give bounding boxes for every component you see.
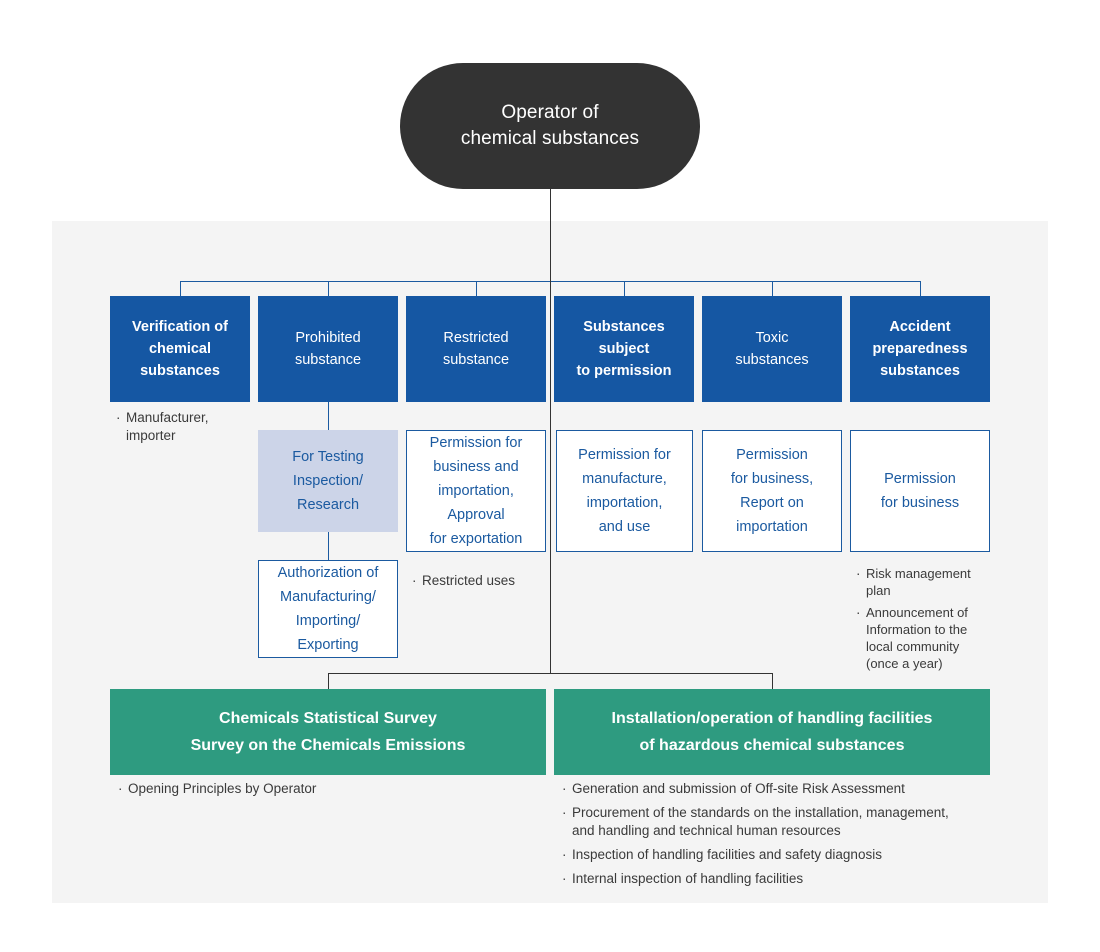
bullet-dot-icon: ·: [562, 781, 567, 796]
connector-center-spine: [550, 188, 551, 673]
category-box-toxic-substances[interactable]: Toxic substances: [702, 296, 842, 402]
notes-verification: · Manufacturer, importer: [116, 409, 256, 451]
bullet-dot-icon: ·: [118, 781, 123, 796]
list-item: · Generation and submission of Off-site …: [562, 781, 905, 796]
list-item: · Risk management plan: [856, 566, 971, 598]
category-box-substances-subject-to-permission[interactable]: Substances subject to permission: [554, 296, 694, 402]
bullet-dot-icon: ·: [856, 566, 861, 581]
bullet-dot-icon: ·: [116, 410, 121, 425]
list-item: · Manufacturer, importer: [116, 410, 209, 443]
connector-drop-handling-facilities: [772, 673, 773, 689]
notes-statistical-survey: · Opening Principles by Operator: [118, 780, 548, 804]
detail-box-permission-business-importation-approval-exportation[interactable]: Permission for business and importation,…: [406, 430, 546, 552]
connector-drop-restricted: [476, 281, 477, 296]
connector-prohibited-to-testing: [328, 402, 329, 430]
connector-testing-to-authorization: [328, 532, 329, 560]
category-box-accident-preparedness[interactable]: Accident preparedness substances: [850, 296, 990, 402]
footer-box-chemicals-statistical-survey[interactable]: Chemicals Statistical Survey Survey on t…: [110, 689, 546, 775]
footer-box-installation-operation-handling-facilities[interactable]: Installation/operation of handling facil…: [554, 689, 990, 775]
notes-accident-preparedness: · Risk management plan · Announcement of…: [856, 565, 998, 677]
connector-drop-statistical-survey: [328, 673, 329, 689]
detail-box-for-testing-inspection-research[interactable]: For Testing Inspection/ Research: [258, 430, 398, 532]
list-item: · Restricted uses: [412, 573, 516, 588]
connector-drop-toxic: [772, 281, 773, 296]
list-item: · Internal inspection of handling facili…: [562, 871, 804, 886]
list-item: · Announcement of Information to the loc…: [856, 605, 968, 671]
connector-drop-accident: [920, 281, 921, 296]
category-box-prohibited[interactable]: Prohibited substance: [258, 296, 398, 402]
connector-drop-permission-subject: [624, 281, 625, 296]
notes-handling-facilities: · Generation and submission of Off-site …: [562, 780, 1002, 894]
bullet-dot-icon: ·: [412, 573, 417, 588]
bullet-dot-icon: ·: [562, 871, 567, 886]
category-box-restricted[interactable]: Restricted substance: [406, 296, 546, 402]
connector-drop-prohibited: [328, 281, 329, 296]
list-item: · Opening Principles by Operator: [118, 781, 317, 796]
detail-box-authorization-manufacturing-importing-exporting[interactable]: Authorization of Manufacturing/ Importin…: [258, 560, 398, 658]
list-item: · Procurement of the standards on the in…: [562, 805, 949, 838]
connector-drop-verification: [180, 281, 181, 296]
bullet-dot-icon: ·: [562, 847, 567, 862]
bullet-dot-icon: ·: [562, 805, 567, 820]
notes-restricted: · Restricted uses: [412, 572, 552, 596]
bullet-dot-icon: ·: [856, 605, 861, 620]
detail-box-permission-manufacture-importation-use[interactable]: Permission for manufacture, importation,…: [556, 430, 693, 552]
category-box-verification[interactable]: Verification of chemical substances: [110, 296, 250, 402]
detail-box-permission-for-business[interactable]: Permission for business: [850, 430, 990, 552]
detail-box-permission-business-report-importation[interactable]: Permission for business, Report on impor…: [702, 430, 842, 552]
root-node-operator-of-chemical-substances[interactable]: Operator of chemical substances: [400, 63, 700, 189]
connector-footer-bus: [328, 673, 773, 674]
list-item: · Inspection of handling facilities and …: [562, 847, 882, 862]
